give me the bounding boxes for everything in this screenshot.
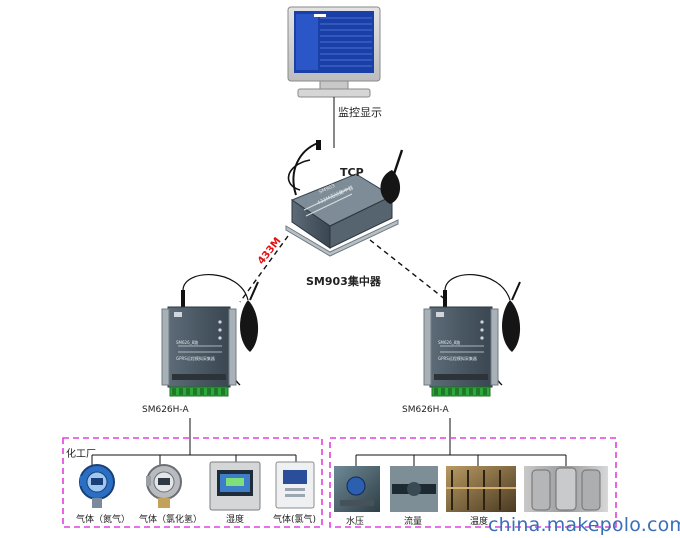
collector-left-label: SM626H-A [142, 405, 189, 415]
humidity-meter-icon [209, 461, 261, 511]
collector-right-label: SM626H-A [402, 405, 449, 415]
gas-alarm-icon [275, 461, 315, 509]
monitor-icon [287, 6, 381, 98]
left-group-title: 化工厂 [66, 449, 96, 460]
sensor-label: 气体(氯气) [273, 515, 317, 525]
photo-label: 水压 [346, 517, 365, 527]
collector-right-device-text: SM626_8路 [438, 340, 461, 345]
sensor-label: 气体（氮气） [76, 515, 131, 525]
flow-meter-photo [390, 466, 438, 512]
tank-photo [524, 466, 608, 512]
collector-left-device-subtext: GPRS远程模拟采集器 [176, 356, 215, 361]
collector-left-device-icon [161, 273, 259, 397]
monitor-label: 监控显示 [338, 106, 382, 119]
photo-label: 流量 [404, 517, 423, 527]
wiring-right [355, 418, 567, 466]
gas-detector-icon [146, 464, 182, 508]
gas-detector-icon [79, 464, 115, 508]
water-pressure-photo [334, 466, 380, 512]
concentrator-label: SM903集中器 [306, 275, 381, 288]
wiring-left [91, 418, 297, 468]
left-group-box [62, 437, 323, 528]
wireless-link-left [239, 235, 289, 303]
wireless-link-right [369, 239, 447, 301]
sensor-label: 湿度 [226, 515, 245, 525]
right-group-box [329, 437, 617, 528]
collector-left-device-text: SM626_8路 [176, 340, 199, 345]
collector-right-device-icon [423, 273, 521, 397]
sensor-label: 气体（氯化氢） [139, 515, 203, 525]
collector-right-device-subtext: GPRS远程模拟采集器 [438, 356, 477, 361]
watermark-text: china.makepolo.com [488, 514, 680, 536]
tcp-label: TCP [340, 166, 364, 179]
temperature-photo [446, 466, 516, 512]
concentrator-device-icon [285, 140, 404, 257]
photo-label: 温度 [470, 517, 489, 527]
